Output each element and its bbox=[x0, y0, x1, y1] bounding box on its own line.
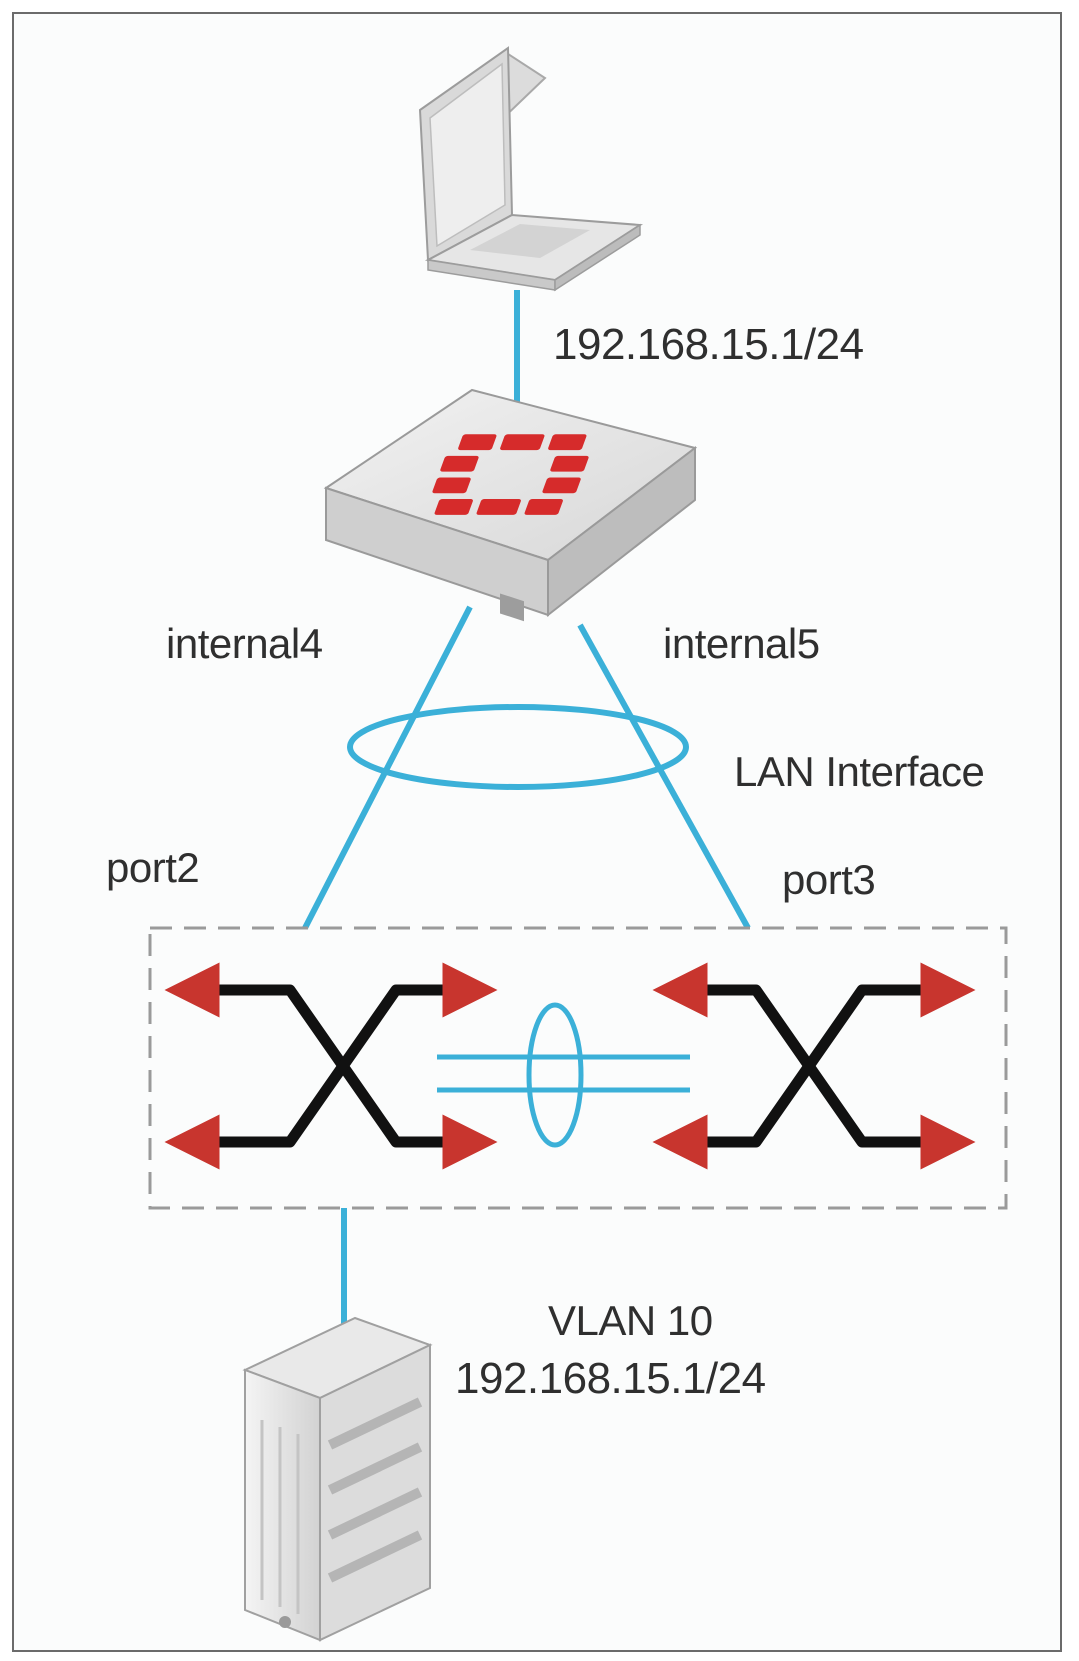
stack-aggregate bbox=[526, 1002, 584, 1148]
link-internal4-port2 bbox=[302, 605, 473, 930]
laptop-icon bbox=[418, 46, 644, 292]
lan-interface-aggregate bbox=[347, 704, 689, 790]
link-internal5-port3 bbox=[577, 623, 751, 930]
vlan-label: VLAN 10 bbox=[548, 1297, 713, 1344]
port3-label: port3 bbox=[782, 856, 876, 903]
lan-interface-label: LAN Interface bbox=[734, 748, 985, 795]
internal5-label: internal5 bbox=[663, 620, 820, 667]
fortinet-logo-icon bbox=[432, 434, 589, 515]
fortigate-firewall-icon bbox=[323, 388, 698, 622]
server-icon bbox=[242, 1316, 433, 1642]
switch-stack-box bbox=[148, 926, 1008, 1210]
port2-label: port2 bbox=[106, 844, 200, 891]
server-ip-label: 192.168.15.1/24 bbox=[455, 1354, 766, 1403]
internal4-label: internal4 bbox=[166, 620, 323, 667]
switch-icon bbox=[164, 962, 498, 1170]
laptop-ip-label: 192.168.15.1/24 bbox=[553, 320, 864, 369]
switch-icon bbox=[652, 962, 976, 1170]
